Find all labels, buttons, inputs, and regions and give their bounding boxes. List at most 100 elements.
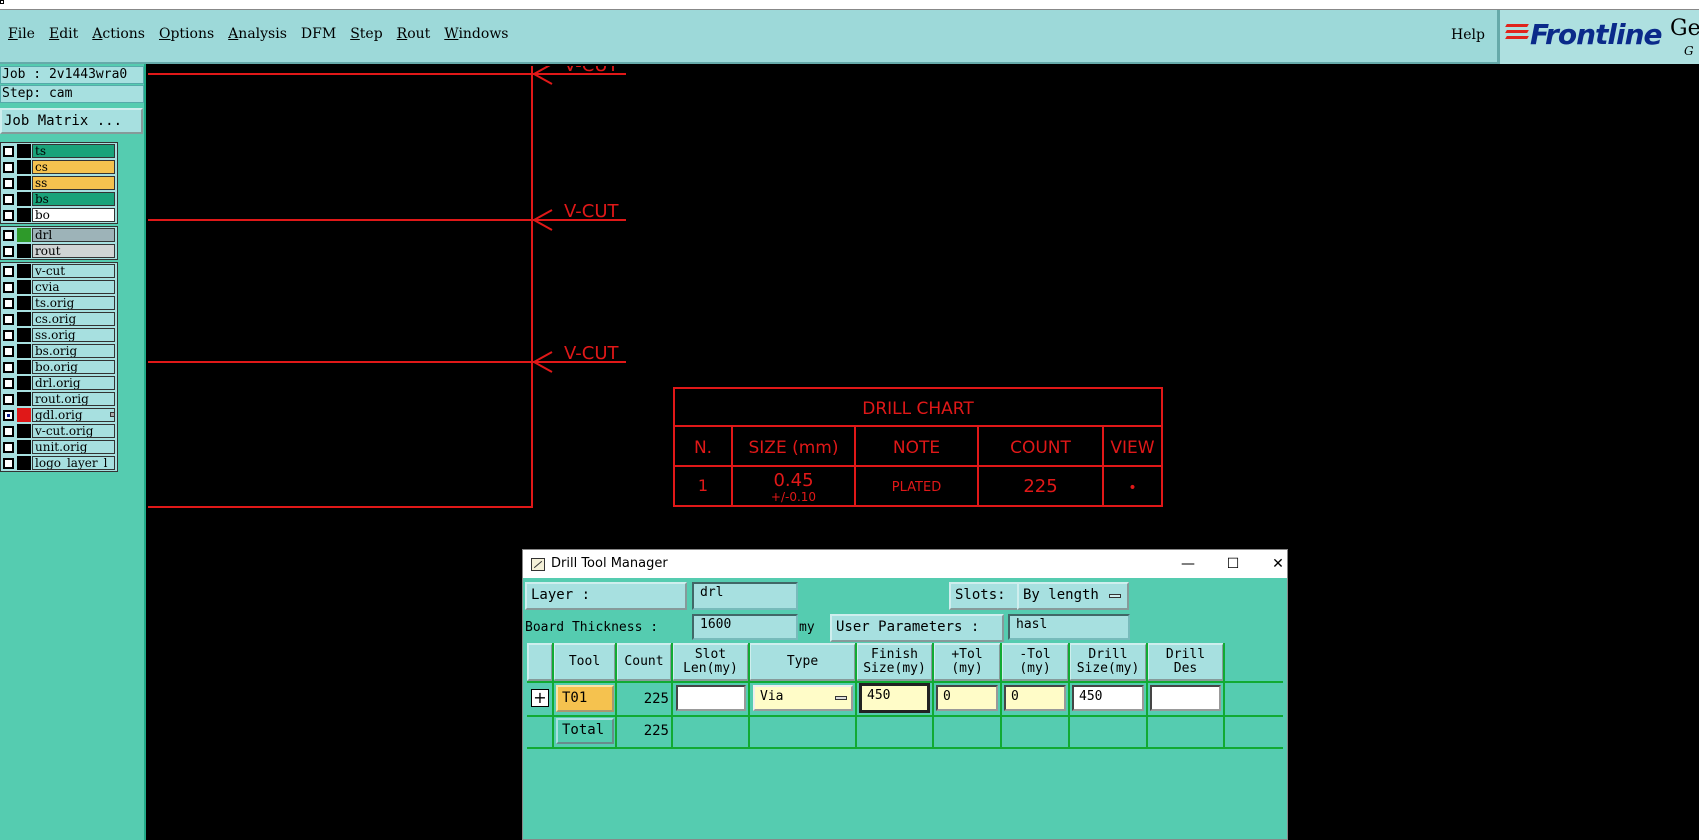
layer-name[interactable]: cs.orig <box>32 312 115 326</box>
layer-color-swatch[interactable] <box>17 228 31 242</box>
layer-checkbox[interactable] <box>3 209 14 221</box>
layer-color-swatch[interactable] <box>17 144 31 158</box>
layer-name[interactable]: ts.orig <box>32 296 115 310</box>
layer-name[interactable]: logo_layer_l <box>32 456 115 470</box>
layer-checkbox[interactable] <box>3 457 14 469</box>
layer-row[interactable]: v-cut.orig <box>1 423 117 439</box>
tool-button[interactable]: T01 <box>556 685 614 712</box>
layer-row[interactable]: cvia <box>1 279 117 295</box>
layer-checkbox[interactable] <box>3 345 14 357</box>
layer-color-swatch[interactable] <box>17 208 31 222</box>
menu-step[interactable]: Step <box>350 26 383 42</box>
layer-name[interactable]: bs.orig <box>32 344 115 358</box>
layer-color-swatch[interactable] <box>17 344 31 358</box>
layer-checkbox[interactable] <box>3 361 14 373</box>
layer-checkbox[interactable] <box>3 193 14 205</box>
column-header[interactable]: Tool <box>553 643 616 681</box>
layer-checkbox[interactable] <box>3 393 14 405</box>
layer-checkbox[interactable] <box>3 329 14 341</box>
total-button[interactable]: Total <box>556 718 614 744</box>
menu-file[interactable]: File <box>8 26 35 42</box>
layer-color-swatch[interactable] <box>17 160 31 174</box>
layer-checkbox[interactable] <box>3 145 14 157</box>
layer-name[interactable]: ts <box>32 144 115 158</box>
layer-row[interactable]: bs <box>1 191 117 207</box>
layer-color-swatch[interactable] <box>17 392 31 406</box>
menu-options[interactable]: Options <box>158 26 215 42</box>
layer-color-swatch[interactable] <box>17 264 31 278</box>
column-header[interactable]: -Tol (my) <box>1001 643 1069 681</box>
layer-checkbox[interactable] <box>3 409 14 421</box>
user-parameters-field[interactable]: hasl <box>1008 614 1130 640</box>
layer-checkbox[interactable] <box>3 265 14 277</box>
layer-checkbox[interactable] <box>3 281 14 293</box>
layer-checkbox[interactable] <box>3 441 14 453</box>
column-header[interactable]: Slot Len(my) <box>672 643 749 681</box>
column-header[interactable]: +Tol (my) <box>933 643 1001 681</box>
layer-color-swatch[interactable] <box>17 176 31 190</box>
layer-name[interactable]: bs <box>32 192 115 206</box>
layer-name[interactable]: v-cut.orig <box>32 424 115 438</box>
user-parameters-button[interactable]: User Parameters : <box>830 614 1004 642</box>
column-header[interactable]: Finish Size(my) <box>856 643 933 681</box>
minimize-icon[interactable]: — <box>1181 556 1195 572</box>
layer-row[interactable]: gdl.orig <box>1 407 117 423</box>
layer-name[interactable]: bo.orig <box>32 360 115 374</box>
layer-row[interactable]: rout <box>1 243 117 259</box>
column-header[interactable]: Drill Size(my) <box>1069 643 1147 681</box>
expand-row-icon[interactable]: + <box>531 689 549 707</box>
layer-row[interactable]: cs.orig <box>1 311 117 327</box>
layer-name[interactable]: cs <box>32 160 115 174</box>
slot-length-input[interactable] <box>676 685 746 711</box>
slots-select[interactable]: By length <box>1017 582 1129 610</box>
column-header[interactable]: Count <box>616 643 672 681</box>
drill-size-input[interactable]: 450 <box>1072 685 1144 711</box>
layer-name[interactable]: v-cut <box>32 264 115 278</box>
plus-tol-input[interactable]: 0 <box>936 685 998 711</box>
layer-color-swatch[interactable] <box>17 244 31 258</box>
layer-checkbox[interactable] <box>3 425 14 437</box>
type-select[interactable]: Via <box>753 685 853 711</box>
menu-rout[interactable]: Rout <box>396 26 431 42</box>
layer-color-swatch[interactable] <box>17 440 31 454</box>
layer-checkbox[interactable] <box>3 245 14 257</box>
menu-actions[interactable]: Actions <box>92 26 145 42</box>
layer-name[interactable]: ss.orig <box>32 328 115 342</box>
layer-color-swatch[interactable] <box>17 456 31 470</box>
layer-color-swatch[interactable] <box>17 408 31 422</box>
layer-color-swatch[interactable] <box>17 280 31 294</box>
layer-name[interactable]: ss <box>32 176 115 190</box>
layer-row[interactable]: ts <box>1 143 117 159</box>
layer-color-swatch[interactable] <box>17 312 31 326</box>
menu-edit[interactable]: Edit <box>48 26 79 42</box>
layer-checkbox[interactable] <box>3 229 14 241</box>
layer-color-swatch[interactable] <box>17 328 31 342</box>
layer-checkbox[interactable] <box>3 313 14 325</box>
layer-row[interactable]: drl <box>1 227 117 243</box>
layer-name[interactable]: drl <box>32 228 115 242</box>
layer-row[interactable]: cs <box>1 159 117 175</box>
layer-name[interactable]: rout <box>32 244 115 258</box>
layer-row[interactable]: bs.orig <box>1 343 117 359</box>
layer-checkbox[interactable] <box>3 377 14 389</box>
layer-row[interactable]: ts.orig <box>1 295 117 311</box>
layer-row[interactable]: unit.orig <box>1 439 117 455</box>
menu-dfm[interactable]: DFM <box>300 26 337 42</box>
layer-name[interactable]: drl.orig <box>32 376 115 390</box>
menu-help[interactable]: Help <box>1451 27 1485 43</box>
layer-name[interactable]: rout.orig <box>32 392 115 406</box>
column-header[interactable]: Type <box>749 643 856 681</box>
layer-color-swatch[interactable] <box>17 424 31 438</box>
close-icon[interactable]: ✕ <box>1272 556 1284 572</box>
layer-row[interactable]: logo_layer_l <box>1 455 117 471</box>
layer-name[interactable]: cvia <box>32 280 115 294</box>
menu-analysis[interactable]: Analysis <box>228 26 287 42</box>
layer-checkbox[interactable] <box>3 161 14 173</box>
layer-color-swatch[interactable] <box>17 360 31 374</box>
layer-row[interactable]: ss <box>1 175 117 191</box>
layer-row[interactable]: drl.orig <box>1 375 117 391</box>
job-matrix-button[interactable]: Job Matrix ... <box>0 108 143 134</box>
layer-color-swatch[interactable] <box>17 376 31 390</box>
layer-color-swatch[interactable] <box>17 192 31 206</box>
